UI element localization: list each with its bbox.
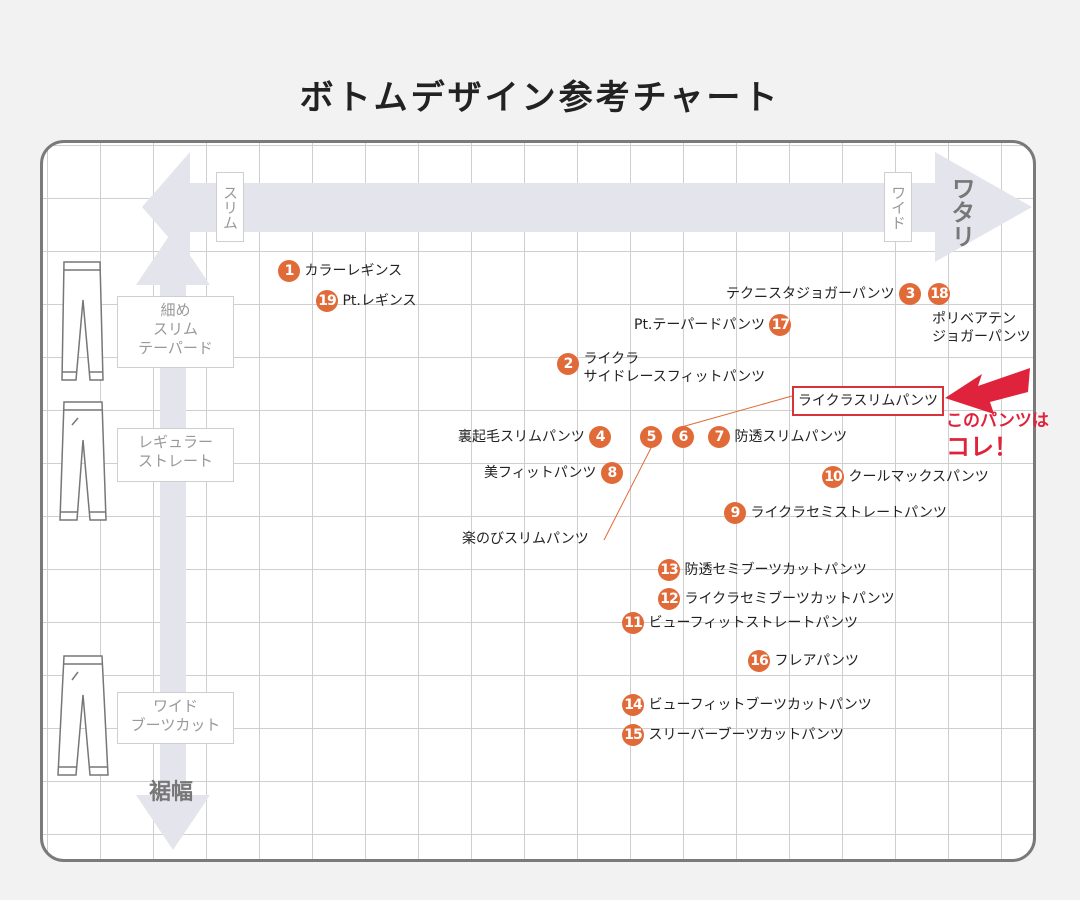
- point-label: スリーバーブーツカットパンツ: [648, 727, 844, 743]
- point-marker: 9: [724, 502, 746, 524]
- y-axis-arrow: [136, 230, 210, 850]
- point-label: カラーレギンス: [304, 263, 403, 279]
- point-19: 19 Pt.レギンス: [316, 290, 417, 312]
- point-13: 13 防透セミブーツカットパンツ: [658, 559, 867, 581]
- y-axis-title: 裾幅: [149, 780, 194, 805]
- point-3: テクニスタジョガーパンツ 3: [726, 283, 922, 305]
- recommend-note: このパンツは コレ！: [946, 410, 1049, 461]
- point-14: 14 ビューフィットブーツカットパンツ: [622, 694, 872, 716]
- point-label: 裏起毛スリムパンツ: [458, 429, 585, 445]
- point-label: Pt.テーパードパンツ: [634, 317, 765, 333]
- point-label: クールマックスパンツ: [848, 469, 989, 485]
- point-marker: 6: [672, 426, 694, 448]
- point-label: ライクラセミストレートパンツ: [750, 505, 947, 521]
- point-label: ライクラセミブーツカットパンツ: [684, 591, 895, 607]
- point-1: 1 カラーレギンス: [278, 260, 402, 282]
- point-label: ライクラ サイドレースフィットパンツ: [583, 351, 766, 385]
- point-marker: 19: [316, 290, 338, 312]
- highlight-callout-5: ライクラスリムパンツ: [792, 386, 944, 416]
- point-12: 12 ライクラセミブーツカットパンツ: [658, 588, 895, 610]
- point-label: 美フィットパンツ: [484, 465, 597, 481]
- bootcut-pants-illustration: [57, 655, 109, 776]
- point-marker: 8: [600, 462, 623, 484]
- page-title: ボトムデザイン参考チャート: [299, 78, 781, 118]
- recommend-note-line1: このパンツは: [946, 411, 1049, 431]
- point-marker: 4: [589, 426, 612, 448]
- point-9: 9 ライクラセミストレートパンツ: [724, 502, 947, 524]
- chart-panel: [40, 140, 1036, 862]
- point-marker: 12: [658, 588, 680, 610]
- point-17: Pt.テーパードパンツ 17: [634, 314, 792, 336]
- point-label: テクニスタジョガーパンツ: [726, 286, 895, 302]
- point-marker: 13: [658, 559, 680, 581]
- point-6: 6: [672, 426, 694, 448]
- point-11: 11 ビューフィットストレートパンツ: [622, 612, 858, 634]
- recommend-note-line2: コレ！: [946, 433, 1018, 461]
- point-marker: 17: [769, 314, 792, 336]
- pointer-arrow: [945, 368, 1030, 414]
- callout-line-5: [677, 395, 793, 429]
- x-axis-arrow: [142, 152, 1032, 262]
- callout-6-label: 楽のびスリムパンツ: [462, 531, 589, 547]
- point-8: 美フィットパンツ 8: [484, 462, 623, 484]
- point-7: 7 防透スリムパンツ: [708, 426, 847, 448]
- point-marker: 11: [622, 612, 644, 634]
- callout-line-6: [603, 445, 653, 541]
- slim-pants-illustration: [61, 261, 104, 381]
- point-label: Pt.レギンス: [342, 293, 417, 309]
- point-marker: 5: [640, 426, 662, 448]
- y-axis-mid-label: レギュラー ストレート: [117, 428, 234, 482]
- y-axis-top-label: 細め スリム テーパード: [117, 296, 234, 368]
- point-15: 15 スリーバーブーツカットパンツ: [622, 724, 844, 746]
- point-marker: 18: [928, 283, 950, 305]
- regular-pants-illustration: [59, 401, 107, 521]
- point-label: 防透スリムパンツ: [734, 429, 848, 445]
- point-4: 裏起毛スリムパンツ 4: [458, 426, 612, 448]
- point-label: ビューフィットブーツカットパンツ: [648, 697, 872, 713]
- point-marker: 2: [557, 353, 579, 375]
- point-2: 2 ライクラ サイドレースフィットパンツ: [557, 350, 765, 386]
- point-marker: 7: [708, 426, 730, 448]
- point-10: 10 クールマックスパンツ: [822, 466, 989, 488]
- x-axis-slim-label: スリム: [216, 172, 244, 242]
- point-5: 5: [640, 426, 662, 448]
- point-16: 16 フレアパンツ: [748, 650, 859, 672]
- x-axis-title: ワタリ: [947, 176, 975, 248]
- point-marker: 10: [822, 466, 844, 488]
- point-marker: 15: [622, 724, 644, 746]
- point-18: 18: [928, 283, 950, 305]
- point-marker: 1: [278, 260, 300, 282]
- point-marker: 16: [748, 650, 770, 672]
- point-18-label: ポリベアテン ジョガーパンツ: [932, 311, 1031, 345]
- point-marker: 14: [622, 694, 644, 716]
- y-axis-bottom-label: ワイド ブーツカット: [117, 692, 234, 744]
- point-marker: 3: [899, 283, 922, 305]
- point-label: フレアパンツ: [774, 653, 859, 669]
- x-axis-wide-label: ワイド: [884, 172, 912, 242]
- point-label: 防透セミブーツカットパンツ: [684, 562, 867, 578]
- point-label: ビューフィットストレートパンツ: [648, 615, 859, 631]
